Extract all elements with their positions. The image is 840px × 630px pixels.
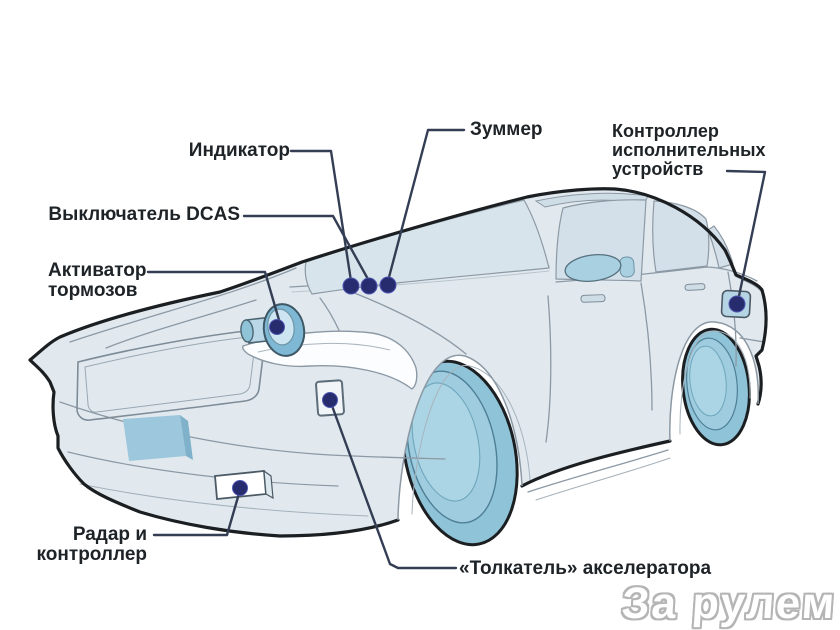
rear-wheel — [681, 327, 751, 447]
label-brake-activator-line2: тормозов — [48, 280, 138, 301]
label-controller-line3: устройств — [612, 159, 704, 179]
controller-dot — [728, 295, 746, 313]
activator-leader — [146, 270, 281, 322]
indicator-dot — [342, 277, 360, 295]
label-buzzer: Зуммер — [470, 119, 543, 141]
watermark-logo: За рулем — [620, 579, 838, 628]
windows — [304, 192, 734, 295]
marker-dots — [232, 276, 746, 496]
activator-cap — [240, 319, 254, 343]
door-handles — [580, 283, 706, 303]
license-plate — [123, 415, 186, 461]
buzzer-leader — [386, 128, 466, 283]
radar-leader — [152, 488, 242, 537]
label-radar-controller: Радар и контроллер — [27, 525, 147, 565]
label-controller-line2: исполнительных — [612, 140, 766, 160]
label-controller: Контроллер исполнительных устройств — [612, 122, 765, 179]
label-dcas-text: Выключатель DCAS — [48, 204, 240, 225]
pusher-dot — [322, 392, 338, 408]
pusher-leader — [329, 401, 458, 570]
label-accelerator-pusher-text: «Толкатель» акселератора — [459, 558, 712, 579]
radar-dot — [232, 480, 248, 496]
label-radar-line2: контроллер — [36, 544, 147, 565]
label-accelerator-pusher: «Толкатель» акселератора — [459, 558, 711, 580]
buzzer-dot — [379, 276, 397, 294]
wheel-arch-lips — [397, 321, 759, 521]
car-outline — [28, 187, 768, 538]
controller-leader — [725, 169, 767, 298]
dcas-leader — [242, 214, 371, 283]
label-controller-line1: Контроллер — [612, 121, 719, 141]
grille-outer — [76, 329, 266, 421]
label-indicator-text: Индикатор — [188, 140, 290, 161]
label-brake-activator: Активатор тормозов — [48, 261, 146, 301]
activator-dot — [269, 319, 285, 335]
label-brake-activator-line1: Активатор — [48, 260, 147, 281]
label-indicator: Индикатор — [150, 140, 290, 162]
grille-inner — [84, 336, 256, 413]
side-mirror — [564, 254, 622, 282]
label-dcas-switch: Выключатель DCAS — [38, 204, 240, 226]
leader-lines — [146, 128, 767, 570]
dcas-dot — [360, 277, 378, 295]
license-plate-side — [180, 415, 193, 460]
headrest — [619, 256, 635, 278]
label-buzzer-text: Зуммер — [470, 119, 543, 140]
label-radar-line1: Радар и — [72, 524, 147, 545]
